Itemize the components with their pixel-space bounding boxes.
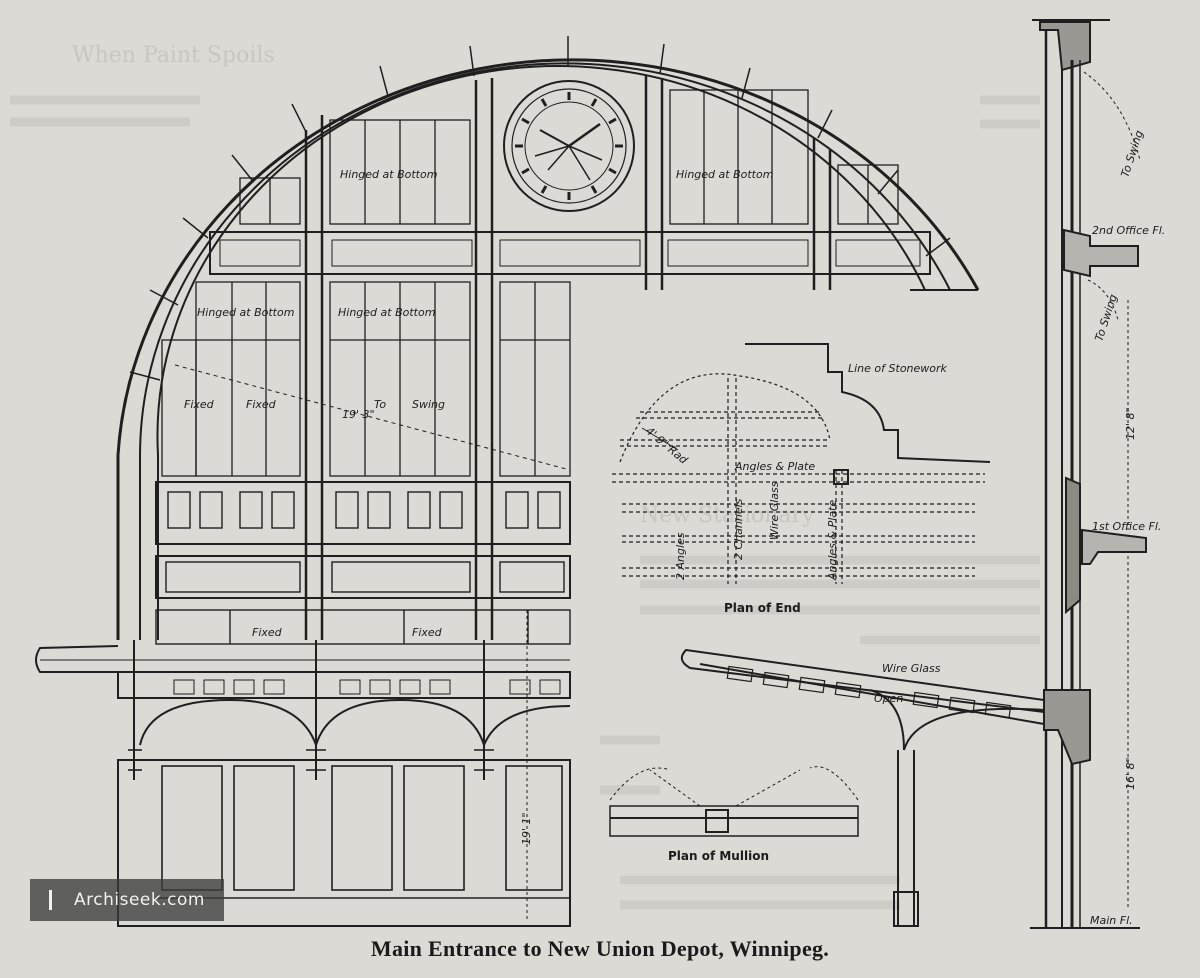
canopy-glazing bbox=[726, 665, 1012, 719]
label-fixed-1: Fixed bbox=[184, 398, 215, 411]
label-dim-12-8: 12' 8" bbox=[1124, 407, 1137, 440]
label-wire-glass: Wire Glass bbox=[882, 662, 941, 675]
label-two-angles: 2 Angles bbox=[674, 532, 687, 580]
main-elevation bbox=[35, 36, 980, 927]
label-to-swing-2: To Swing bbox=[1092, 293, 1119, 343]
middle-lights bbox=[161, 281, 571, 477]
label-to-swing-1: To Swing bbox=[1118, 129, 1145, 179]
clock-face bbox=[503, 80, 635, 212]
clock-numerals bbox=[515, 92, 623, 200]
label-swing: Swing bbox=[412, 398, 445, 411]
label-angles-plate-top: Angles & Plate bbox=[734, 460, 815, 473]
label-hinged-left-top: Hinged at Bottom bbox=[340, 168, 437, 181]
label-hinged-right-top: Hinged at Bottom bbox=[676, 168, 773, 181]
label-line-of-stonework: Line of Stonework bbox=[848, 362, 948, 375]
canopy-section bbox=[680, 648, 1045, 927]
doors bbox=[117, 749, 571, 927]
label-plan-of-end: Plan of End bbox=[724, 601, 801, 615]
label-wire-glass-plan: Wire Glass bbox=[768, 481, 781, 540]
label-two-channels: 2 Channels bbox=[732, 498, 745, 560]
label-second-office: 2nd Office Fl. bbox=[1092, 224, 1165, 237]
label-open: Open bbox=[874, 692, 903, 705]
label-to: To bbox=[374, 398, 386, 411]
label-fixed-lower-2: Fixed bbox=[412, 626, 443, 639]
label-dim-19-1: 19' 1" bbox=[520, 812, 533, 845]
upper-lights bbox=[239, 89, 899, 225]
panel-rows bbox=[155, 481, 571, 645]
label-plan-of-mullion: Plan of Mullion bbox=[668, 849, 769, 863]
label-hinged-left-mid: Hinged at Bottom bbox=[197, 306, 294, 319]
watermark-badge: Archiseek.com bbox=[30, 879, 224, 921]
canopy-elevation bbox=[35, 640, 571, 780]
plan-of-mullion bbox=[609, 766, 859, 837]
watermark-text: Archiseek.com bbox=[74, 890, 205, 910]
watermark-logo-icon bbox=[49, 890, 66, 910]
wall-section bbox=[1030, 19, 1147, 929]
label-hinged-center-mid: Hinged at Bottom bbox=[338, 306, 435, 319]
arch-voussoirs bbox=[129, 36, 951, 381]
label-first-office: 1st Office Fl. bbox=[1092, 520, 1161, 533]
plan-of-end bbox=[612, 343, 991, 584]
label-angles-plate-side: Angles & Plate bbox=[826, 500, 839, 581]
figure-caption: Main Entrance to New Union Depot, Winnip… bbox=[370, 936, 830, 961]
label-fixed-2: Fixed bbox=[246, 398, 277, 411]
label-dim-19-3: 19' 3" bbox=[342, 408, 375, 421]
drawing-labels: Hinged at Bottom Hinged at Bottom Hinged… bbox=[184, 129, 1165, 927]
ghost-heading-1: When Paint Spoils bbox=[72, 43, 275, 68]
label-dim-16-8: 16' 8" bbox=[1124, 757, 1137, 790]
ghost-text-lines bbox=[10, 95, 1040, 910]
label-fixed-lower-1: Fixed bbox=[252, 626, 283, 639]
label-main-fl: Main Fl. bbox=[1090, 914, 1133, 927]
